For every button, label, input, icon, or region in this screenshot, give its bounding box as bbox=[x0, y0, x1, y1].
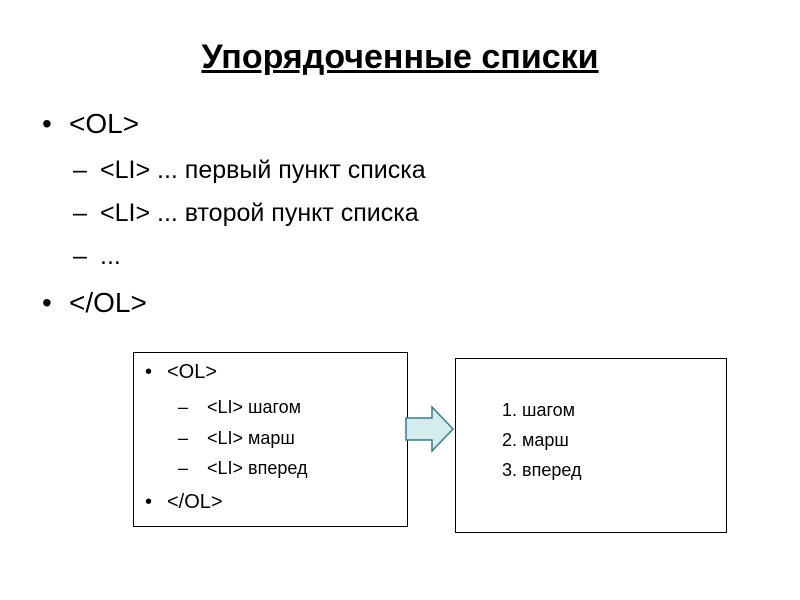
dash-marker: – bbox=[178, 458, 189, 478]
result-item-text: 3. вперед bbox=[502, 460, 582, 480]
open-tag-text: <OL> bbox=[167, 361, 218, 383]
bullet-marker: • bbox=[145, 361, 153, 383]
code-item-text: <LI> шагом bbox=[207, 397, 302, 417]
list-item-text: <LI> ... второй пункт списка bbox=[100, 199, 419, 227]
slide-title: Упорядоченные списки bbox=[201, 38, 599, 76]
dash-marker: – bbox=[73, 242, 87, 270]
open-tag-text: <OL> bbox=[69, 108, 140, 139]
result-item-text: 2. марш bbox=[502, 430, 569, 450]
list-item-text: ... bbox=[100, 242, 121, 270]
code-example-box: • <OL> – <LI> шагом – <LI> марш – <LI> в… bbox=[133, 352, 408, 527]
bullet-marker: • bbox=[145, 491, 153, 513]
list-item-text: <LI> ... первый пункт списка bbox=[100, 156, 426, 184]
right-arrow-icon bbox=[405, 405, 455, 453]
code-item-text: <LI> марш bbox=[207, 428, 295, 448]
result-example-box: 1. шагом 2. марш 3. вперед bbox=[455, 358, 727, 533]
code-item-text: <LI> вперед bbox=[207, 458, 308, 478]
close-tag-text: </OL> bbox=[69, 287, 147, 318]
dash-marker: – bbox=[178, 397, 189, 417]
result-item-text: 1. шагом bbox=[502, 400, 576, 420]
dash-marker: – bbox=[73, 156, 87, 184]
bullet-marker: • bbox=[42, 108, 52, 139]
bullet-marker: • bbox=[42, 287, 52, 318]
dash-marker: – bbox=[178, 428, 189, 448]
dash-marker: – bbox=[73, 199, 87, 227]
close-tag-text: </OL> bbox=[167, 491, 223, 513]
